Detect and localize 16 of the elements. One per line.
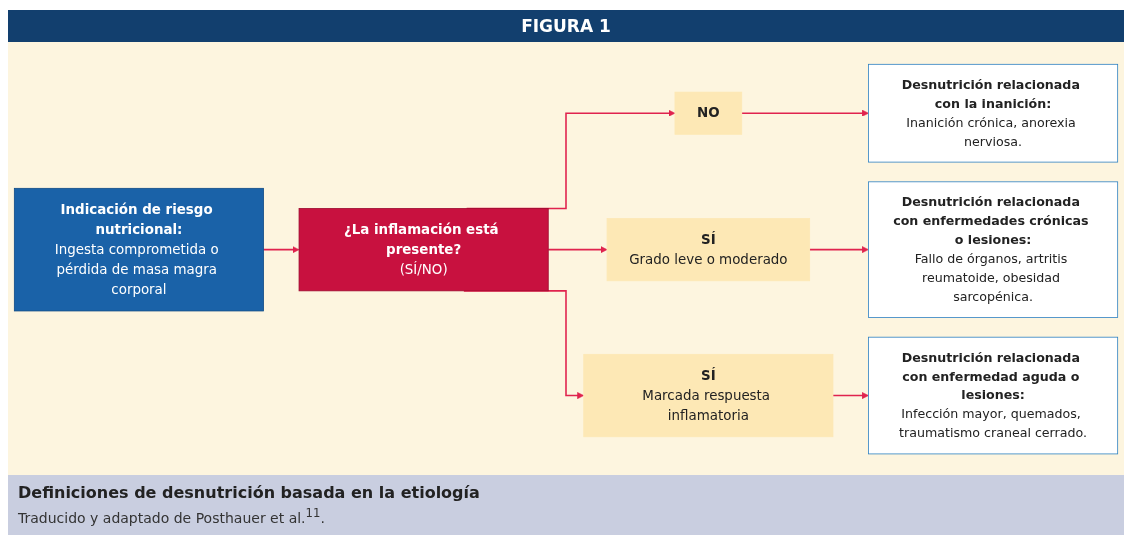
caption: Definiciones de desnutrición basada en la etiología (18, 483, 480, 503)
arrow (740, 109, 869, 117)
title-bar: FIGURA 1 (8, 10, 1124, 42)
arrow (808, 245, 869, 253)
node-box: Desnutrición relacionada con enfermedades crónicas o lesiones: Fallo de órganos, artritis reumatoide, obesidad sarcopénica. (868, 181, 1119, 318)
node-box: Indicación de riesgo nutricional: Ingesta comprometida o pérdida de masa magra corporal (13, 187, 264, 311)
node-box: NO (674, 91, 743, 135)
node-box: SÍ Marcada respuesta inflamatoria (583, 353, 834, 437)
node-box: ¿La inflamación está presente? (SÍ/NO) (298, 207, 549, 291)
source-note: Traducido y adaptado de Posthauer et al.$^{11}$. (18, 506, 325, 526)
node-box: Desnutrición relacionada con la inanición: Inanición crónica, anorexia nerviosa. (868, 63, 1119, 163)
arrow (262, 245, 300, 253)
node-box: SÍ Grado leve o moderado (606, 217, 811, 281)
node-box: Desnutrición relacionada con enfermedad aguda o lesiones: Infección mayor, quemados, traumatismo craneal cerrado. (868, 336, 1119, 454)
arrow (832, 391, 869, 399)
arrow (547, 245, 608, 253)
